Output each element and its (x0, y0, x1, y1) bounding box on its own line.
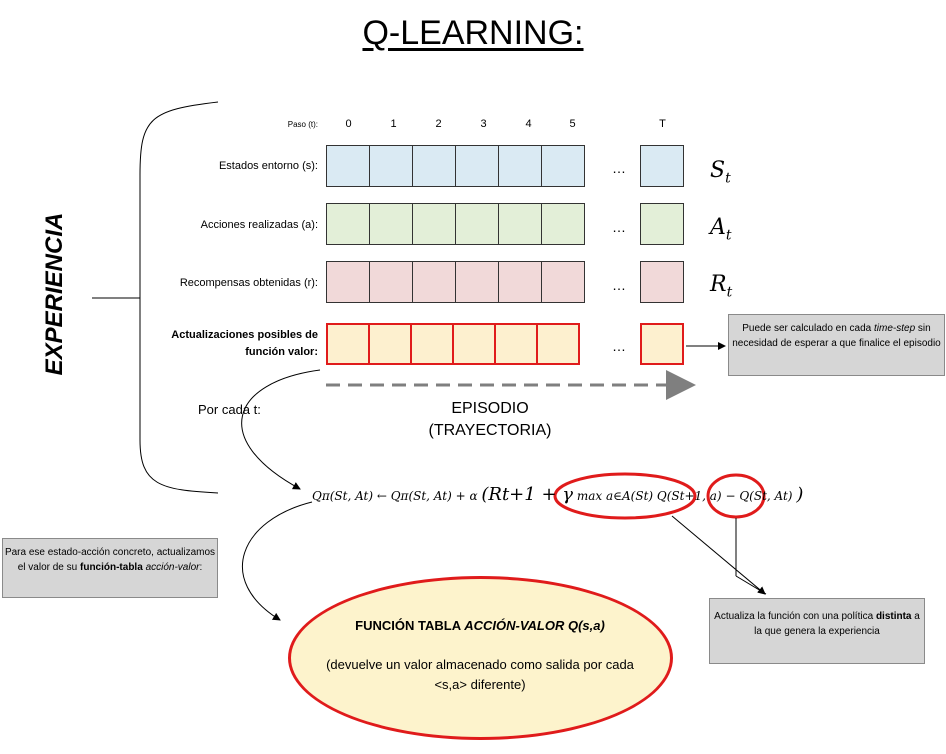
formula-minus: − (725, 489, 736, 503)
formula-lhs: Qπ(St, At) ← Qπ(St, At) + α (312, 489, 478, 503)
reward-cell (326, 261, 370, 303)
state-cell (455, 145, 499, 187)
reward-symbol: Rt (710, 272, 733, 301)
state-cell (412, 145, 456, 187)
experience-label: EXPERIENCIA (41, 212, 68, 376)
update-cell (494, 323, 538, 365)
note-box-update: Para ese estado-acción concreto, actuali… (2, 538, 218, 598)
for-each-t-label: Por cada t: (198, 402, 261, 417)
step-label: Paso (t): (287, 120, 318, 129)
state-cell (326, 145, 370, 187)
action-symbol: At (710, 215, 732, 244)
formula-close: ) (796, 484, 804, 505)
update-formula: Qπ(St, At) ← Qπ(St, At) + α (Rt+1 + γ ma… (312, 484, 803, 505)
reward-cell (412, 261, 456, 303)
state-cell-last (640, 145, 684, 187)
reward-cell (455, 261, 499, 303)
reward-cell (541, 261, 585, 303)
action-cell (498, 203, 542, 245)
arrow-to-formula (241, 369, 321, 490)
states-cells (326, 145, 684, 187)
action-cell (412, 203, 456, 245)
q-table-description: (devuelve un valor almacenado como salid… (326, 657, 634, 692)
update-cell (536, 323, 580, 365)
arrow-to-table (241, 501, 313, 621)
formula-mid: (Rt+1 + γ (481, 484, 574, 505)
update-cell-last (640, 323, 684, 365)
episode-line1: EPISODIO (451, 400, 529, 417)
q-table-ellipse (288, 576, 673, 740)
step-number: 1 (390, 118, 397, 130)
page-title: Q-LEARNING: (362, 14, 584, 52)
ellipsis: … (612, 277, 626, 293)
action-cell (541, 203, 585, 245)
note-box-offpolicy: Actualiza la función con una política di… (709, 598, 925, 664)
experience-brace (92, 101, 219, 494)
step-number: 2 (435, 118, 442, 130)
update-cell (452, 323, 496, 365)
state-cell (541, 145, 585, 187)
actions-cells (326, 203, 684, 245)
ellipsis: … (612, 338, 626, 354)
q-table-title: FUNCIÓN TABLA ACCIÓN-VALOR Q(s,a) (355, 618, 605, 633)
q-term-highlight (706, 473, 766, 519)
row-label-updates: Actualizaciones posibles de función valo… (171, 329, 318, 358)
step-number: 5 (569, 118, 576, 130)
step-number: 4 (525, 118, 532, 130)
action-cell-last (640, 203, 684, 245)
ellipsis: … (612, 160, 626, 176)
ellipsis: … (612, 219, 626, 235)
rewards-cells (326, 261, 684, 303)
action-cell (369, 203, 413, 245)
update-cell (326, 323, 370, 365)
row-label-actions: Acciones realizadas (a): (200, 219, 318, 231)
episode-line2: (TRAYECTORIA) (428, 422, 552, 439)
note-box-timestep: Puede ser calculado en cada time-step si… (728, 314, 945, 376)
step-number: 0 (345, 118, 352, 130)
max-term-highlight (553, 472, 697, 520)
reward-cell (498, 261, 542, 303)
row-label-rewards: Recompensas obtenidas (r): (179, 277, 318, 289)
reward-cell (369, 261, 413, 303)
formula-q-term: Q(St, At) (739, 489, 793, 503)
episode-label: EPISODIO (TRAYECTORIA) (400, 398, 580, 442)
action-cell (326, 203, 370, 245)
step-number: T (659, 118, 666, 130)
state-cell (498, 145, 542, 187)
update-cell (368, 323, 412, 365)
action-cell (455, 203, 499, 245)
update-cell (410, 323, 454, 365)
updates-cells (326, 323, 684, 365)
formula-max-term: max a∈A(St) Q(St+1, a) (576, 489, 722, 503)
reward-cell-last (640, 261, 684, 303)
state-symbol: St (710, 158, 731, 187)
step-number: 3 (480, 118, 487, 130)
state-cell (369, 145, 413, 187)
row-label-states: Estados entorno (s): (218, 160, 318, 172)
